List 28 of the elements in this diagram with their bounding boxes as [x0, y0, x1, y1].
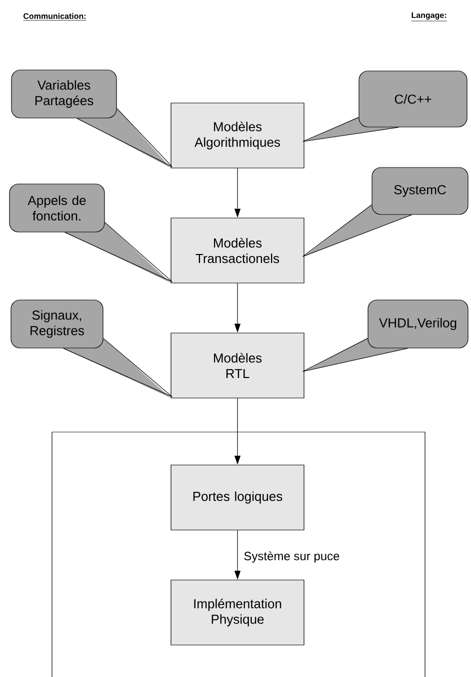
- model-box: Implémentation Physique: [170, 580, 304, 646]
- speech-bubble: Appels de fonction.: [9, 184, 171, 283]
- node-label: SystemC: [394, 185, 446, 197]
- node-label: Partagées: [35, 96, 94, 108]
- speech-bubble: VHDL,Verilog: [304, 300, 468, 372]
- node-label: fonction.: [32, 210, 80, 221]
- speech-bubble: Signaux, Registres: [10, 300, 171, 398]
- bubble-tail: [302, 204, 412, 257]
- speech-bubble: SystemC: [304, 167, 468, 256]
- heading: Communication:: [23, 13, 86, 21]
- heading: Langage:: [411, 12, 447, 22]
- model-box: Portes logiques: [170, 464, 304, 530]
- bubble-tail: [63, 338, 172, 398]
- node-label: Registres: [30, 326, 84, 338]
- frame-box: [52, 432, 426, 677]
- bubble-tail: [64, 222, 172, 282]
- node-label: Variables: [37, 80, 90, 90]
- node-label: Appels de: [28, 195, 86, 208]
- model-box: Modèles Algorithmiques: [170, 102, 304, 168]
- bubble-tail: [76, 108, 172, 168]
- node-label: VHDL,Verilog: [379, 318, 456, 330]
- model-box: Modèles RTL: [170, 332, 304, 398]
- speech-bubble: C/C++: [304, 70, 468, 142]
- node-label: Signaux,: [32, 310, 82, 322]
- model-box: Modèles Transactionels: [170, 218, 304, 284]
- edge-label: Système sur puce: [242, 550, 341, 564]
- bubble-tail: [302, 338, 408, 372]
- speech-bubble: Variables Partagées: [11, 70, 171, 168]
